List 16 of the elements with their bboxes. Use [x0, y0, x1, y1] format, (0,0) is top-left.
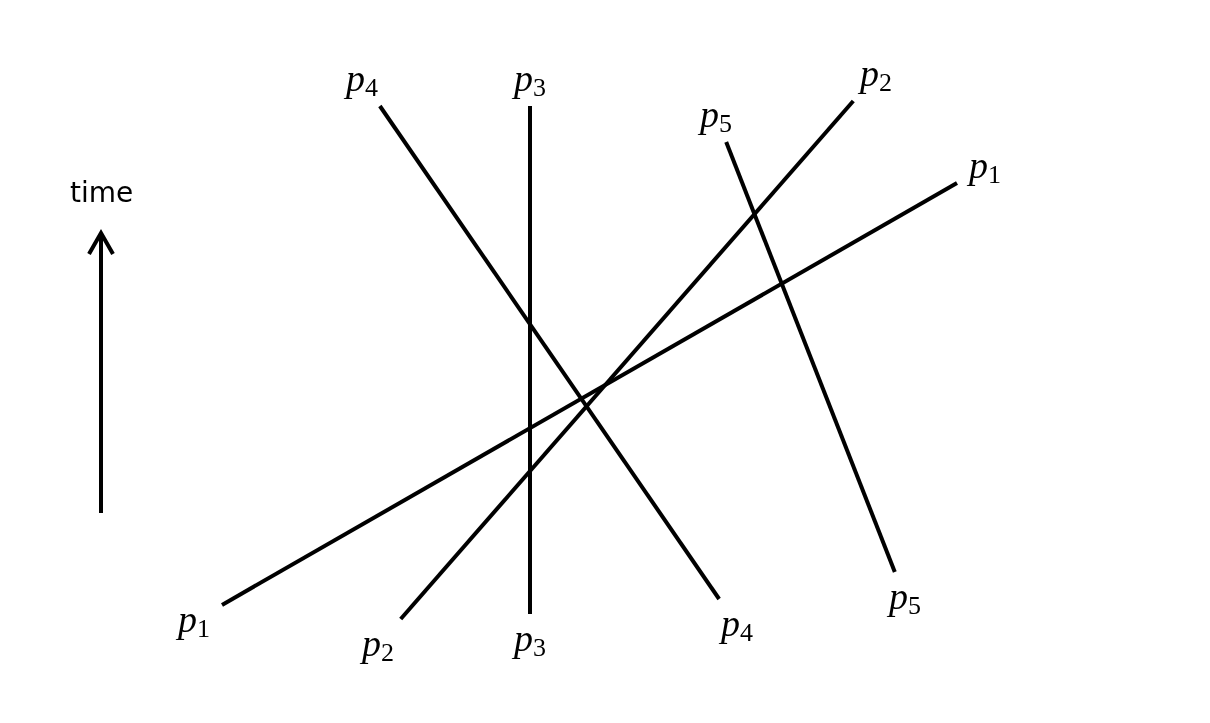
point-label: p$_{5}$ — [877, 572, 933, 624]
point-label: p$_{3}$ — [502, 54, 558, 106]
line — [399, 99, 855, 621]
point-label: p$_{5}$ — [688, 90, 744, 142]
point-label: p$_{4}$ — [334, 54, 390, 106]
point-label: p$_{4}$ — [709, 599, 765, 651]
point-label: p$_{3}$ — [502, 614, 558, 666]
point-label: p$_{1}$ — [166, 595, 222, 647]
point-label: p$_{2}$ — [350, 619, 406, 671]
line — [221, 181, 958, 607]
axis-label: time — [70, 176, 134, 209]
point-label: p$_{1}$ — [957, 141, 1013, 193]
line — [528, 106, 532, 614]
line — [724, 141, 897, 573]
line — [378, 104, 721, 601]
point-label: p$_{2}$ — [848, 49, 904, 101]
